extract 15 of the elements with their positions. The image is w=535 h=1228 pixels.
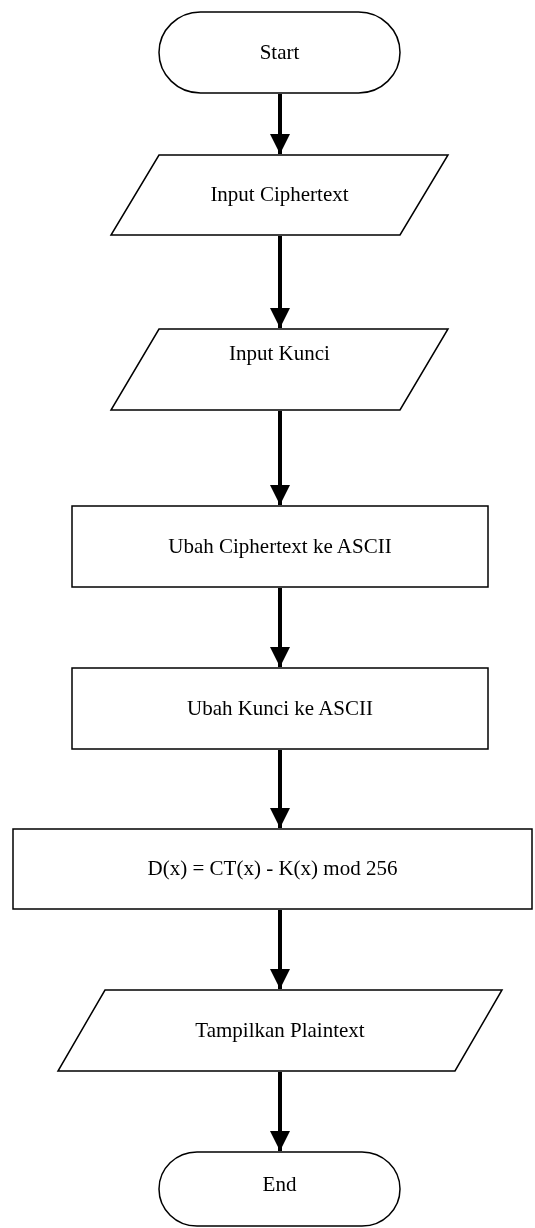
- node-label: End: [262, 1171, 297, 1199]
- node-label: Input Ciphertext: [210, 181, 349, 209]
- arrow: [270, 750, 290, 828]
- node-label: D(x) = CT(x) - K(x) mod 256: [147, 855, 398, 883]
- arrow: [270, 94, 290, 154]
- arrow: [270, 910, 290, 989]
- arrow: [270, 1072, 290, 1151]
- node-label: Start: [259, 38, 300, 66]
- node-label: Input Kunci: [229, 339, 330, 367]
- node-label: Ubah Ciphertext ke ASCII: [168, 532, 392, 560]
- node-label: Ubah Kunci ke ASCII: [186, 694, 374, 722]
- arrow: [270, 411, 290, 505]
- arrow: [270, 236, 290, 328]
- node-label: Tampilkan Plaintext: [195, 1016, 365, 1044]
- arrow: [270, 588, 290, 667]
